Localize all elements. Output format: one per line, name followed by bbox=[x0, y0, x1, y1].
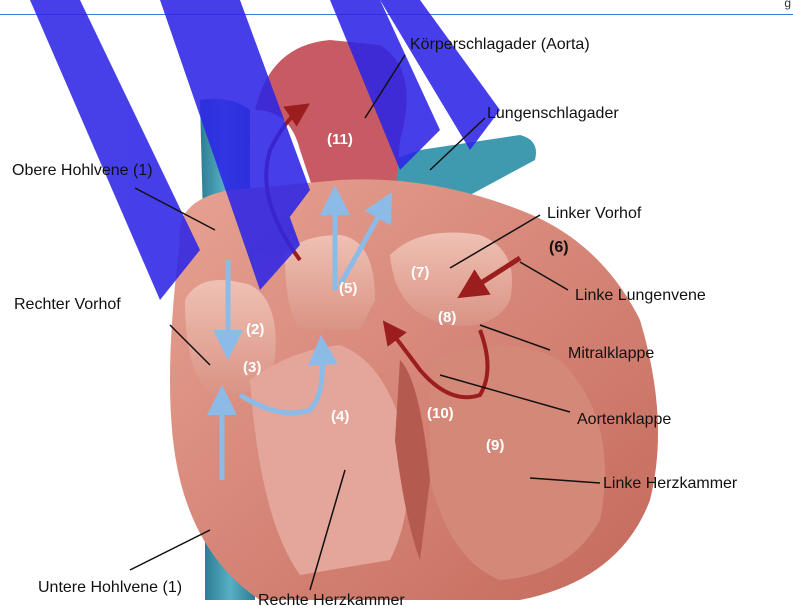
label-aorta: Körperschlagader (Aorta) bbox=[410, 37, 590, 53]
label-aortic-valve: Aortenklappe bbox=[577, 412, 671, 428]
number-4: (4) bbox=[331, 409, 349, 424]
number-8: (8) bbox=[438, 310, 456, 325]
label-left-pulmonary-vein: Linke Lungenvene bbox=[575, 288, 706, 304]
label-left-ventricle: Linke Herzkammer bbox=[603, 476, 737, 492]
label-pulmonary-artery: Lungenschlagader bbox=[487, 106, 619, 122]
number-11: (11) bbox=[327, 132, 353, 147]
number-10: (10) bbox=[427, 406, 454, 421]
label-mitral-valve: Mitralklappe bbox=[568, 346, 654, 362]
label-right-ventricle: Rechte Herzkammer bbox=[258, 593, 405, 609]
label-superior-vena-cava: Obere Hohlvene (1) bbox=[12, 163, 153, 179]
number-3: (3) bbox=[243, 360, 261, 375]
label-right-atrium: Rechter Vorhof bbox=[14, 297, 121, 313]
number-7: (7) bbox=[411, 265, 429, 280]
label-six: (6) bbox=[549, 240, 569, 256]
number-2: (2) bbox=[246, 322, 264, 337]
label-inferior-vena-cava: Untere Hohlvene (1) bbox=[38, 580, 182, 596]
label-left-atrium: Linker Vorhof bbox=[547, 206, 641, 222]
number-9: (9) bbox=[486, 438, 504, 453]
number-5: (5) bbox=[339, 281, 357, 296]
